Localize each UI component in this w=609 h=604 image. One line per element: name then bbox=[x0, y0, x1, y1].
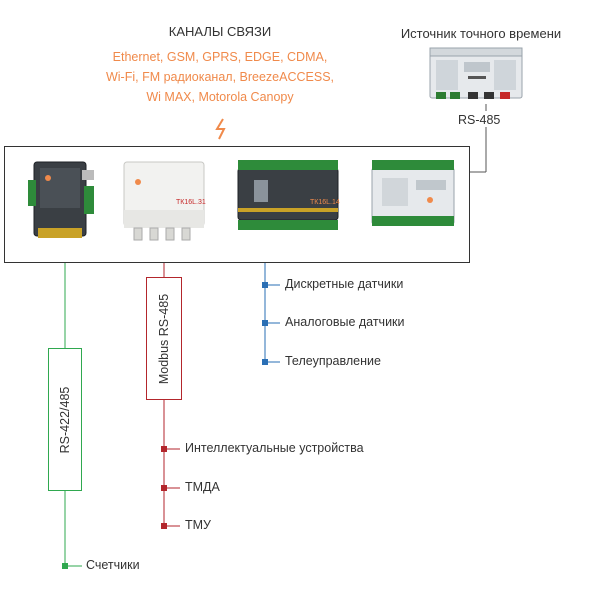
channels-list: Ethernet, GSM, GPRS, EDGE, CDMA, Wi-Fi, … bbox=[90, 47, 350, 107]
device-label-tk16l14: ТК16L.14 bbox=[310, 199, 340, 206]
device-label-tk16l31: ТК16L.31 bbox=[176, 199, 206, 206]
modbus-rs485-box: Modbus RS-485 bbox=[146, 277, 182, 400]
controller-din-image bbox=[371, 160, 455, 226]
blue-marker-1 bbox=[262, 282, 268, 288]
time-source-interface-label: RS-485 bbox=[456, 113, 503, 127]
red-marker-1 bbox=[161, 446, 167, 452]
lightning-icon bbox=[215, 118, 226, 140]
telecontrol-label: Телеуправление bbox=[285, 354, 381, 368]
controller-tk16l31-image: ТК16L.31 bbox=[123, 161, 206, 241]
discrete-sensors-label: Дискретные датчики bbox=[285, 277, 404, 291]
red-marker-2 bbox=[161, 485, 167, 491]
time-source-title: Источник точного времени bbox=[400, 26, 562, 41]
controller-1-image bbox=[28, 161, 94, 238]
red-marker-3 bbox=[161, 523, 167, 529]
blue-marker-2 bbox=[262, 320, 268, 326]
channels-line-2: Wi-Fi, FM радиоканал, BreezeACCESS, bbox=[105, 70, 335, 84]
analog-sensors-label: Аналоговые датчики bbox=[285, 315, 405, 329]
meters-label: Счетчики bbox=[86, 558, 140, 572]
green-marker bbox=[62, 563, 68, 569]
intelligent-devices-label: Интеллектуальные устройства bbox=[185, 441, 364, 455]
time-source-device-image bbox=[429, 47, 523, 99]
blue-marker-3 bbox=[262, 359, 268, 365]
tmu-label: ТМУ bbox=[185, 518, 211, 532]
modbus-rs485-label: Modbus RS-485 bbox=[157, 293, 171, 384]
channels-line-3: Wi MAX, Motorola Canopy bbox=[146, 90, 294, 104]
channels-title: КАНАЛЫ СВЯЗИ bbox=[168, 24, 272, 39]
controller-tk16l14-image: ТК16L.14 bbox=[237, 160, 340, 230]
rs422-485-label: RS-422/485 bbox=[58, 386, 72, 453]
tmda-label: ТМДА bbox=[185, 480, 220, 494]
channels-line-1: Ethernet, GSM, GPRS, EDGE, CDMA, bbox=[112, 50, 328, 64]
rs422-485-box: RS-422/485 bbox=[48, 348, 82, 491]
